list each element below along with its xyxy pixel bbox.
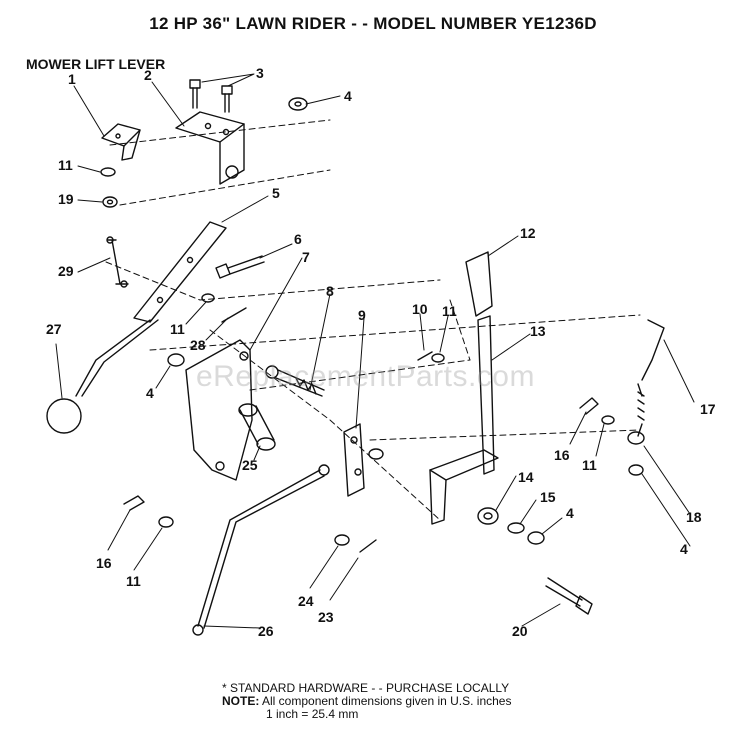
callout: 29 [58, 263, 74, 279]
callout: 28 [190, 337, 206, 353]
callout: 23 [318, 609, 334, 625]
callout: 25 [242, 457, 258, 473]
callout: 1 [68, 71, 76, 87]
part-4-nut [288, 97, 308, 111]
callout: 8 [326, 283, 334, 299]
callout: 12 [520, 225, 536, 241]
callout: 5 [272, 185, 280, 201]
callout: 20 [512, 623, 528, 639]
callout: 3 [256, 65, 264, 81]
callout: 4 [146, 385, 154, 401]
callout: 4 [344, 88, 352, 104]
callout: 11 [126, 573, 141, 589]
callout: 10 [412, 301, 428, 317]
hardware-note: * STANDARD HARDWARE - - PURCHASE LOCALLY [222, 681, 510, 695]
callout: 13 [530, 323, 546, 339]
callout: 7 [302, 249, 310, 265]
callout: 15 [540, 489, 556, 505]
diagram-title: 12 HP 36" LAWN RIDER - - MODEL NUMBER YE… [149, 14, 597, 33]
callout: 11 [582, 457, 597, 473]
conversion-note: 1 inch = 25.4 mm [266, 707, 359, 721]
callout: 4 [680, 541, 688, 557]
part-1-bracket [101, 123, 141, 161]
callout: 14 [518, 469, 534, 485]
part-2-bracket [175, 111, 245, 185]
note-label: NOTE: [222, 694, 260, 708]
callout: 16 [554, 447, 570, 463]
callout: 11 [170, 321, 185, 337]
callout: 26 [258, 623, 274, 639]
callout: 17 [700, 401, 716, 417]
callout: 11 [58, 157, 73, 173]
dimension-note: NOTE: All component dimensions given in … [222, 695, 511, 708]
callout: 16 [96, 555, 112, 571]
callout: 6 [294, 231, 302, 247]
callout: 27 [46, 321, 62, 337]
callout: 2 [144, 67, 152, 83]
callout: 18 [686, 509, 702, 525]
callout: 19 [58, 191, 74, 207]
callout: 24 [298, 593, 314, 609]
callout: 4 [566, 505, 574, 521]
watermark-text: eReplacementParts.com [196, 360, 535, 393]
part-3-bolts [189, 79, 233, 113]
callout: 9 [358, 307, 366, 323]
section-label: MOWER LIFT LEVER [26, 56, 166, 72]
callout: 11 [442, 303, 457, 319]
note-text: All component dimensions given in U.S. i… [259, 694, 512, 708]
